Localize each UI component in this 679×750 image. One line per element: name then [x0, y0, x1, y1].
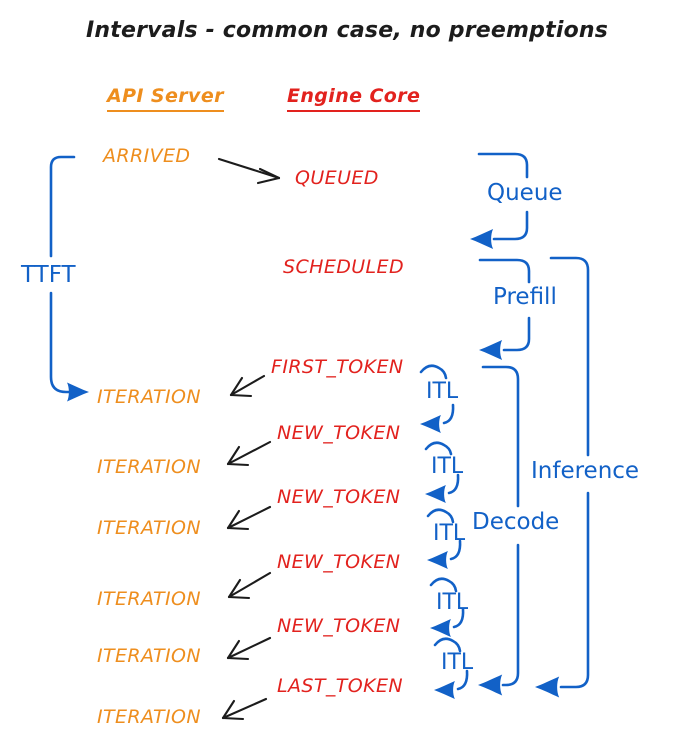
column-header-api-server: API Server [107, 85, 224, 112]
event-last-token: LAST_TOKEN [277, 675, 403, 697]
event-arrived: ARRIVED [103, 145, 191, 167]
arrow-arrived-to-queued [217, 157, 281, 185]
event-new-token-3: NEW_TOKEN [277, 551, 401, 573]
arrow-new-token-3-to-iteration-4 [227, 571, 272, 600]
itl-opener-1 [419, 364, 448, 380]
itl-arrow-icon-4 [430, 618, 451, 638]
decode-arrow-icon [478, 674, 503, 696]
event-iteration-1: ITERATION [97, 386, 202, 408]
interval-label-inference: Inference [531, 458, 640, 484]
event-new-token-4: NEW_TOKEN [277, 615, 401, 637]
event-queued: QUEUED [295, 167, 379, 189]
arrow-new-token-4-to-iteration-5 [226, 636, 272, 661]
event-iteration-2: ITERATION [97, 456, 202, 478]
column-header-engine-core: Engine Core [287, 85, 421, 112]
arrow-new-token-2-to-iteration-3 [226, 505, 272, 531]
arrow-new-token-1-to-iteration-2 [226, 440, 272, 467]
event-new-token-1: NEW_TOKEN [277, 422, 401, 444]
interval-label-itl-2: ITL [431, 454, 464, 479]
arrow-first-token-to-iteration-1 [229, 374, 266, 398]
itl-opener-2 [424, 441, 453, 456]
interval-label-itl-4: ITL [436, 590, 469, 615]
itl-arrow-icon-3 [427, 550, 448, 570]
event-iteration-6: ITERATION [97, 706, 202, 728]
event-scheduled: SCHEDULED [283, 256, 404, 278]
interval-label-itl-1: ITL [426, 379, 459, 404]
itl-arrow-icon-2 [425, 484, 446, 504]
interval-label-prefill: Prefill [493, 284, 557, 310]
interval-label-itl-5: ITL [441, 650, 474, 675]
event-iteration-5: ITERATION [97, 645, 202, 667]
interval-label-itl-3: ITL [433, 521, 466, 546]
itl-hook-1 [442, 403, 455, 425]
arrow-last-token-to-iteration-6 [221, 697, 268, 721]
itl-arrow-icon-1 [420, 414, 441, 434]
event-first-token: FIRST_TOKEN [271, 356, 404, 378]
ttft-arrow-icon [67, 382, 89, 402]
event-iteration-4: ITERATION [97, 588, 202, 610]
event-iteration-3: ITERATION [97, 517, 202, 539]
interval-label-decode: Decode [472, 509, 560, 535]
interval-label-ttft: TTFT [21, 262, 76, 288]
prefill-arrow-icon [479, 340, 503, 360]
inference-arrow-icon [535, 676, 560, 698]
itl-arrow-icon-5 [434, 680, 455, 700]
event-new-token-2: NEW_TOKEN [277, 486, 401, 508]
diagram-title: Intervals - common case, no preemptions [86, 18, 609, 43]
queue-arrow-icon [470, 229, 494, 249]
interval-label-queue: Queue [487, 180, 563, 206]
